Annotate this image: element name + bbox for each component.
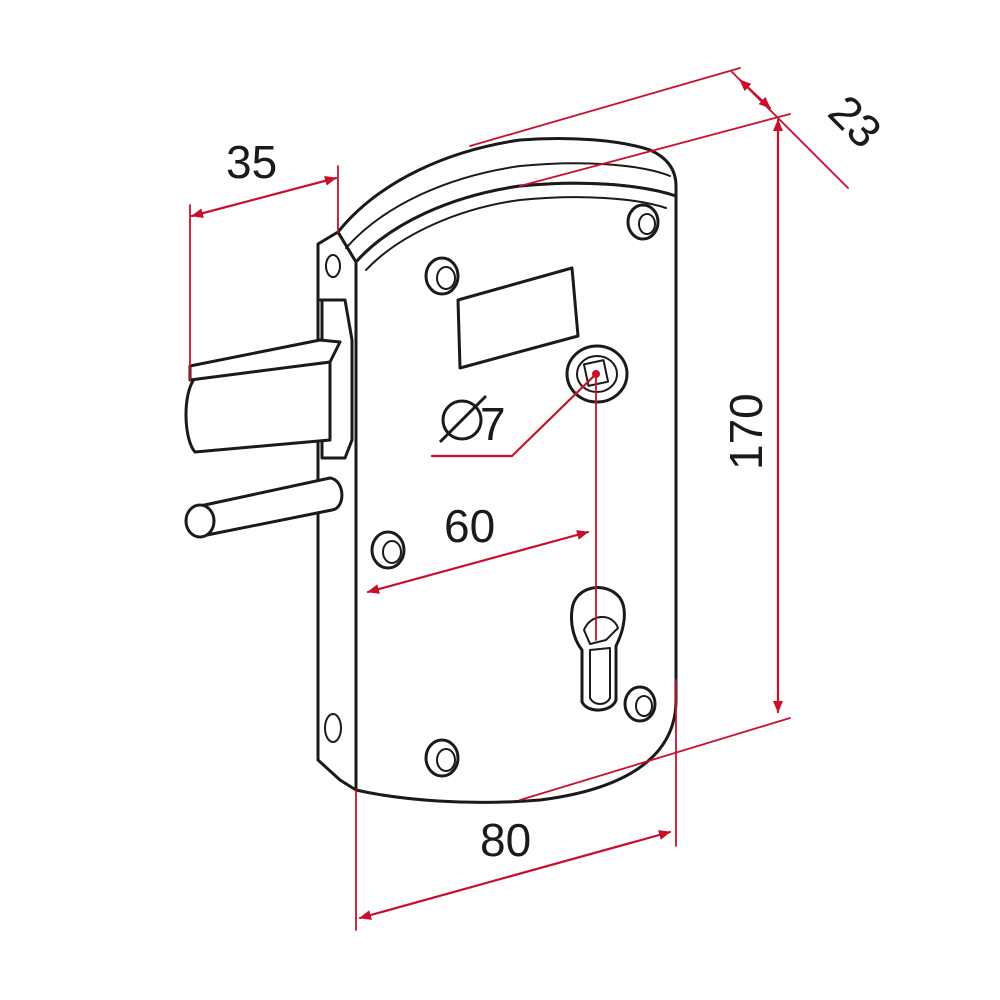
side-screw-top [325,254,341,278]
dim-170-ext-bottom [519,717,791,801]
dim-35-label: 35 [226,136,277,188]
cylinder-slot [589,647,611,705]
dim-23-line [738,78,772,110]
dim-80-line [358,830,672,920]
bolt-assembly [184,254,354,743]
side-screw-bottom [324,713,342,743]
screw-hole-bottom-right-inner [635,695,653,717]
dim-60-line [366,530,590,594]
dim-23-ext-bottom [519,113,791,187]
dim-23-ext-top [469,67,741,147]
dim-7-leader-diag [510,372,598,458]
latch-bolt [184,360,332,454]
diameter-symbol-icon [438,394,488,444]
dim-35-line [190,175,338,219]
screw-hole-mid-left-inner [382,540,402,564]
label-window [456,266,580,370]
screw-hole-top-left-inner [436,266,456,290]
cylinder-cam [583,616,619,645]
lock-front-rim [365,196,667,271]
screw-hole-bottom-left-inner [436,748,456,772]
lock-body [316,136,678,804]
dim-23-label: 23 [819,85,892,158]
dim-60-label: 60 [444,500,495,552]
round-pin [198,476,344,538]
round-pin-end [184,503,216,539]
dim-170-label: 170 [720,393,772,470]
screw-hole-top-right-inner [638,213,656,235]
dim-80-label: 80 [480,814,531,866]
lock-top-rim [345,162,671,249]
dim-7-leader-dot [592,370,600,378]
dim-7-label: 7 [480,398,506,450]
